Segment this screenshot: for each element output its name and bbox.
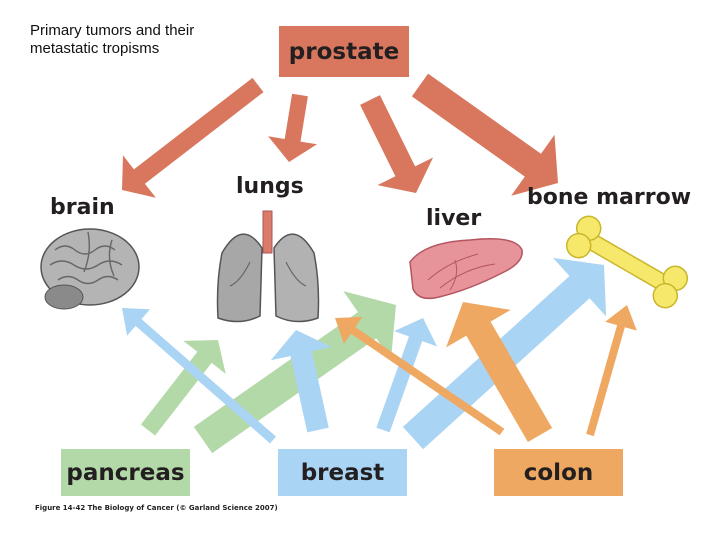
primary-pancreas-box: pancreas <box>61 449 190 496</box>
arrow-prostate-to-lungs <box>268 93 317 162</box>
figure-caption: Figure 14-42 The Biology of Cancer (© Ga… <box>35 504 278 512</box>
arrow-breast-to-brain <box>122 308 276 444</box>
organ-label-liver: liver <box>426 206 482 231</box>
arrow-colon-to-bone <box>586 305 637 437</box>
arrow-colon-to-liver <box>446 302 553 442</box>
arrow-prostate-to-bone <box>411 73 558 196</box>
lungs-illustration <box>216 210 320 323</box>
arrow-prostate-to-liver <box>360 95 434 193</box>
arrow-colon-to-brain <box>335 316 505 436</box>
organ-label-bone-marrow: bone marrow <box>527 185 692 210</box>
organ-label-lungs: lungs <box>236 174 304 199</box>
arrow-breast-to-lungs <box>270 330 332 433</box>
liver-illustration <box>409 238 523 300</box>
arrow-breast-to-liver <box>376 318 437 433</box>
bone-illustration <box>565 215 689 309</box>
brain-illustration <box>40 228 140 310</box>
diagram-note: Primary tumors and their metastatic trop… <box>30 22 195 57</box>
primary-colon-box: colon <box>494 449 623 496</box>
arrow-prostate-to-brain <box>122 77 264 198</box>
organ-label-brain: brain <box>50 195 115 220</box>
primary-breast-box: breast <box>278 449 407 496</box>
primary-prostate-box: prostate <box>279 26 409 77</box>
arrow-pancreas-to-lungs <box>140 340 226 436</box>
tropism-arrows <box>122 73 637 454</box>
